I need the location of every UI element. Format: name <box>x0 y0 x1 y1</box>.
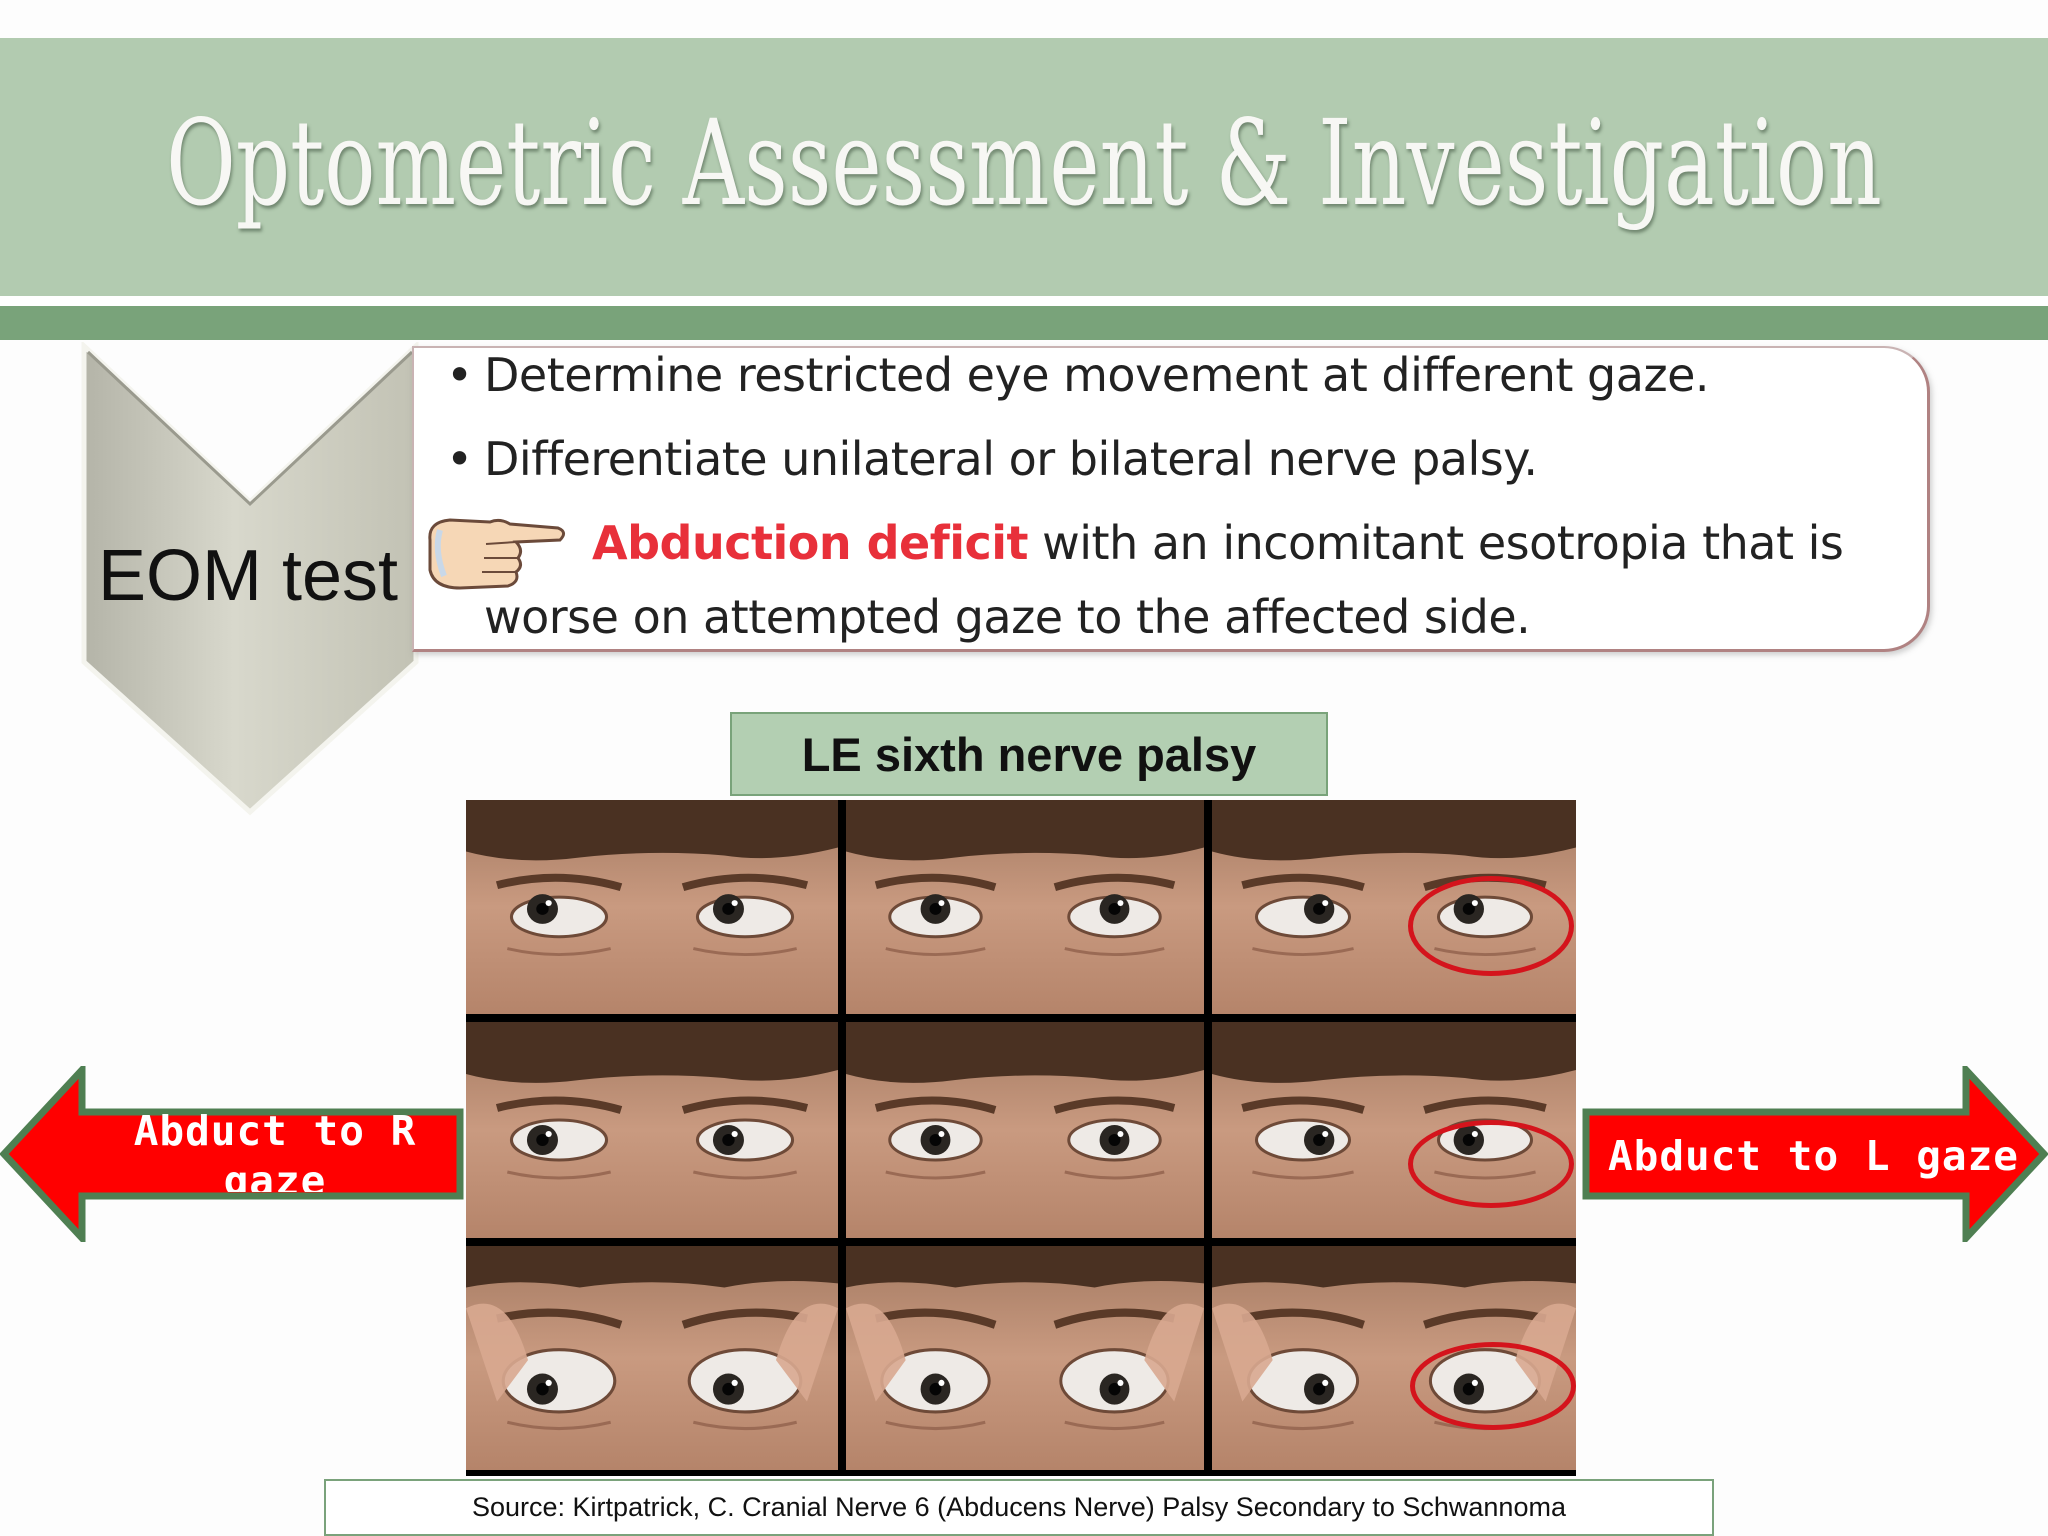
gaze-photo <box>466 1022 838 1238</box>
highlight-continuation: worse on attempted gaze to the affected … <box>484 590 1531 644</box>
highlight-line: Abduction deficit with an incomitant eso… <box>592 516 1844 570</box>
figure-caption: LE sixth nerve palsy <box>730 712 1328 796</box>
affected-eye-marker <box>1408 876 1574 976</box>
left-arrow-label: Abduct to R gaze <box>133 1107 417 1192</box>
affected-eye-marker <box>1410 1342 1576 1430</box>
section-label: EOM test <box>98 536 399 616</box>
pointing-hand-icon <box>428 518 565 590</box>
gaze-photo <box>846 1246 1204 1470</box>
gaze-photo <box>466 1246 838 1470</box>
gaze-photo-grid <box>466 800 1576 1476</box>
right-arrow-icon <box>1582 1066 2048 1242</box>
left-arrow-icon <box>0 1066 464 1242</box>
bullet-item: •Differentiate unilateral or bilateral n… <box>446 432 1538 486</box>
bullet-text: Determine restricted eye movement at dif… <box>484 348 1710 402</box>
source-citation: Source: Kirtpatrick, C. Cranial Nerve 6 … <box>324 1479 1714 1536</box>
chevron-shape <box>81 342 419 816</box>
content-box <box>412 346 1930 652</box>
highlight-rest: with an incomitant esotropia that is <box>1028 516 1844 570</box>
right-arrow-label: Abduct to L gaze <box>1608 1132 2019 1180</box>
gaze-photo <box>846 800 1204 1014</box>
slide-title: Optometric Assessment & Investigation <box>166 94 1882 232</box>
accent-strip <box>0 306 2048 340</box>
gaze-photo <box>466 800 838 1014</box>
bullet-item: •Determine restricted eye movement at di… <box>446 348 1710 402</box>
emphasis-text: Abduction deficit <box>592 516 1029 570</box>
affected-eye-marker <box>1408 1120 1574 1208</box>
title-divider <box>0 296 2048 306</box>
gaze-photo <box>846 1022 1204 1238</box>
bullet-text: Differentiate unilateral or bilateral ne… <box>484 432 1538 486</box>
title-band <box>0 38 2048 296</box>
